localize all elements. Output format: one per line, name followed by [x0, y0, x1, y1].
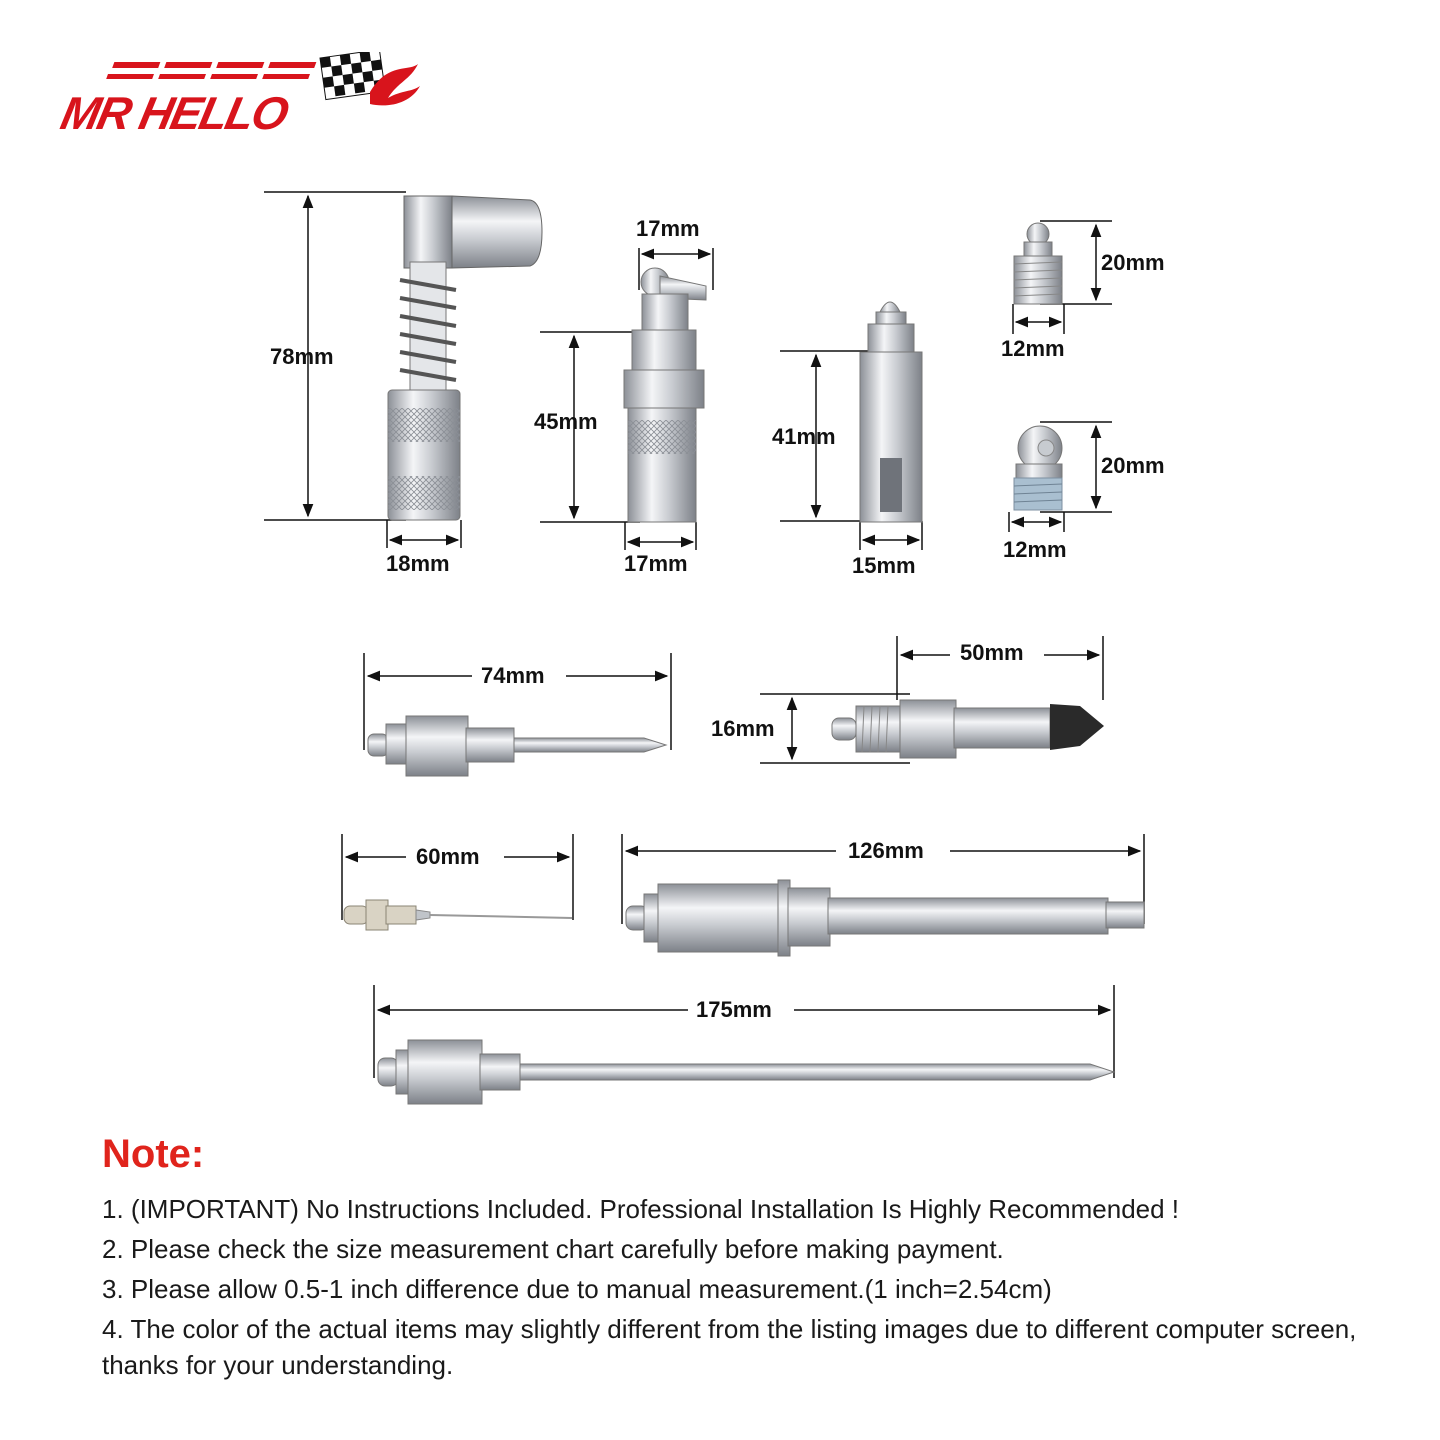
dim-label-50mm: 50mm	[960, 640, 1024, 665]
dim-label-17mm-top: 17mm	[636, 216, 700, 241]
grease-fitting-angled	[1013, 425, 1063, 511]
dim-label-12mm-straight: 12mm	[1001, 336, 1065, 361]
dim-label-12mm-angled: 12mm	[1003, 537, 1067, 562]
note-item-1: 1. (IMPORTANT) No Instructions Included.…	[102, 1194, 1180, 1224]
parts-diagram: 78mm 18mm 17mm 45mm 17mm 41mm 15mm 20mm …	[264, 191, 1165, 1105]
note-title: Note:	[102, 1132, 205, 1176]
slot-coupler	[859, 301, 923, 523]
coupler-90-degree	[387, 195, 543, 521]
note-item-2: 2. Please check the size measurement cha…	[102, 1234, 1004, 1264]
dim-label-18mm: 18mm	[386, 551, 450, 576]
extension-nozzle	[625, 879, 1145, 957]
rubber-tip-nozzle	[831, 699, 1104, 759]
note-item-3: 3. Please allow 0.5-1 inch difference du…	[102, 1274, 1052, 1304]
swivel-coupler	[623, 267, 707, 523]
dim-label-175mm: 175mm	[696, 997, 772, 1022]
needle-nozzle-short	[367, 715, 668, 777]
dim-label-74mm: 74mm	[481, 663, 545, 688]
dim-label-20mm-straight: 20mm	[1101, 250, 1165, 275]
dim-label-78mm: 78mm	[270, 344, 334, 369]
dim-label-16mm: 16mm	[711, 716, 775, 741]
brand-logo: MR HELLO	[56, 52, 428, 142]
dim-label-20mm-angled: 20mm	[1101, 453, 1165, 478]
grease-fitting-straight	[1013, 222, 1063, 305]
dim-label-45mm: 45mm	[534, 409, 598, 434]
dim-label-60mm: 60mm	[416, 844, 480, 869]
note-section: Note: 1. (IMPORTANT) No Instructions Inc…	[102, 1132, 1402, 1387]
dim-label-126mm: 126mm	[848, 838, 924, 863]
dim-label-41mm: 41mm	[772, 424, 836, 449]
note-item-4: 4. The color of the actual items may sli…	[102, 1314, 1357, 1380]
injector-needle	[343, 899, 573, 931]
checkered-flag-icon	[106, 52, 420, 106]
dim-label-15mm: 15mm	[852, 553, 916, 578]
dim-label-17mm-bottom: 17mm	[624, 551, 688, 576]
needle-nozzle-long	[377, 1039, 1116, 1105]
